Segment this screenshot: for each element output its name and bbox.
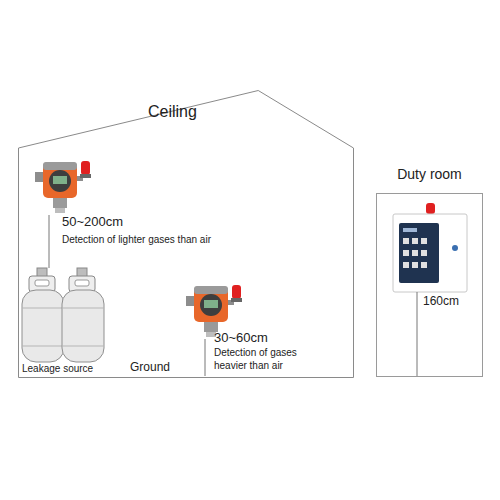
dimension-label: 160cm bbox=[423, 294, 459, 309]
dimension-label: 30~60cm bbox=[214, 330, 268, 346]
ceiling-label: Ceiling bbox=[148, 102, 197, 121]
part-label: Leakage source bbox=[22, 363, 93, 376]
room-heading: Duty room bbox=[377, 166, 482, 183]
dimension-label: 50~200cm bbox=[62, 214, 123, 230]
note-label: Detection of lighter gases than air bbox=[62, 234, 211, 247]
ground-label: Ground bbox=[130, 360, 170, 375]
duty-room-box: Duty room bbox=[376, 193, 483, 377]
house-outline-line bbox=[19, 91, 354, 378]
note-label: Detection of gases heavier than air bbox=[214, 347, 326, 372]
